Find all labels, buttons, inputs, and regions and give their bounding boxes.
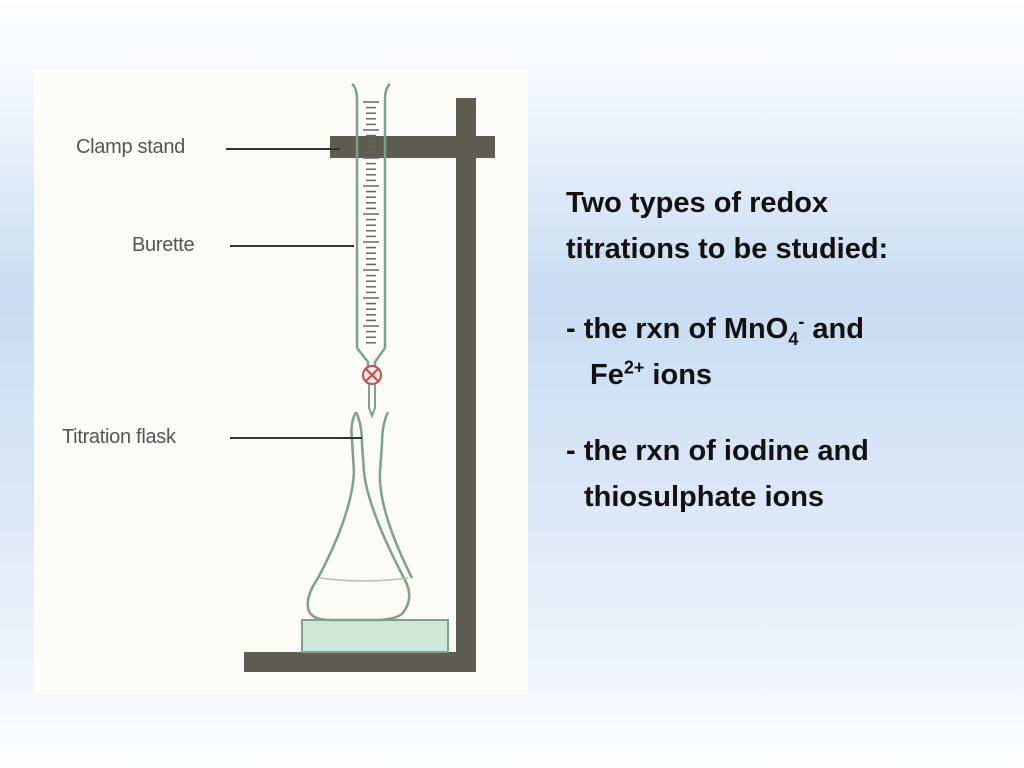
heading-line-1: Two types of redox (566, 187, 829, 219)
item1-subscript: 4 (788, 328, 799, 349)
stopcock-cross (365, 368, 379, 382)
burette-label: Burette (132, 234, 195, 256)
item1-line2-suffix: ions (644, 359, 713, 391)
burette-tube (351, 83, 391, 348)
item1-line2-superscript: 2+ (623, 357, 645, 378)
item1-superscript: - (798, 311, 805, 332)
clamp-stand-label: Clamp stand (76, 136, 185, 158)
burette-tip (368, 384, 376, 419)
heading-line-2: titrations to be studied: (566, 233, 889, 265)
bullet-item-2: - the rxn of iodine and (566, 435, 869, 467)
item1-suffix: and (804, 313, 864, 345)
burette-scale (363, 101, 379, 344)
stand-base (244, 652, 476, 672)
flask-liquid-level (319, 577, 409, 582)
flask-base-block (301, 619, 449, 653)
clamp-arm (330, 136, 495, 158)
item1-prefix: - the rxn of MnO (566, 313, 789, 345)
stand-pole (456, 98, 476, 672)
titration-flask (306, 411, 411, 622)
bullet-item-1-line-2: Fe2+ ions (566, 352, 996, 398)
titration-diagram: Clamp stand Burette Titration flask (34, 70, 528, 694)
bullet-item-2-line-2: thiosulphate ions (584, 481, 825, 513)
slide-text: Two types of redox titrations to be stud… (566, 180, 996, 520)
titration-apparatus-drawing (226, 83, 495, 672)
item1-line2-prefix: Fe (590, 359, 624, 391)
titration-flask-label: Titration flask (62, 426, 176, 448)
flask-neck-right (378, 411, 414, 579)
bullet-item-1: - the rxn of MnO4- and (566, 306, 996, 352)
